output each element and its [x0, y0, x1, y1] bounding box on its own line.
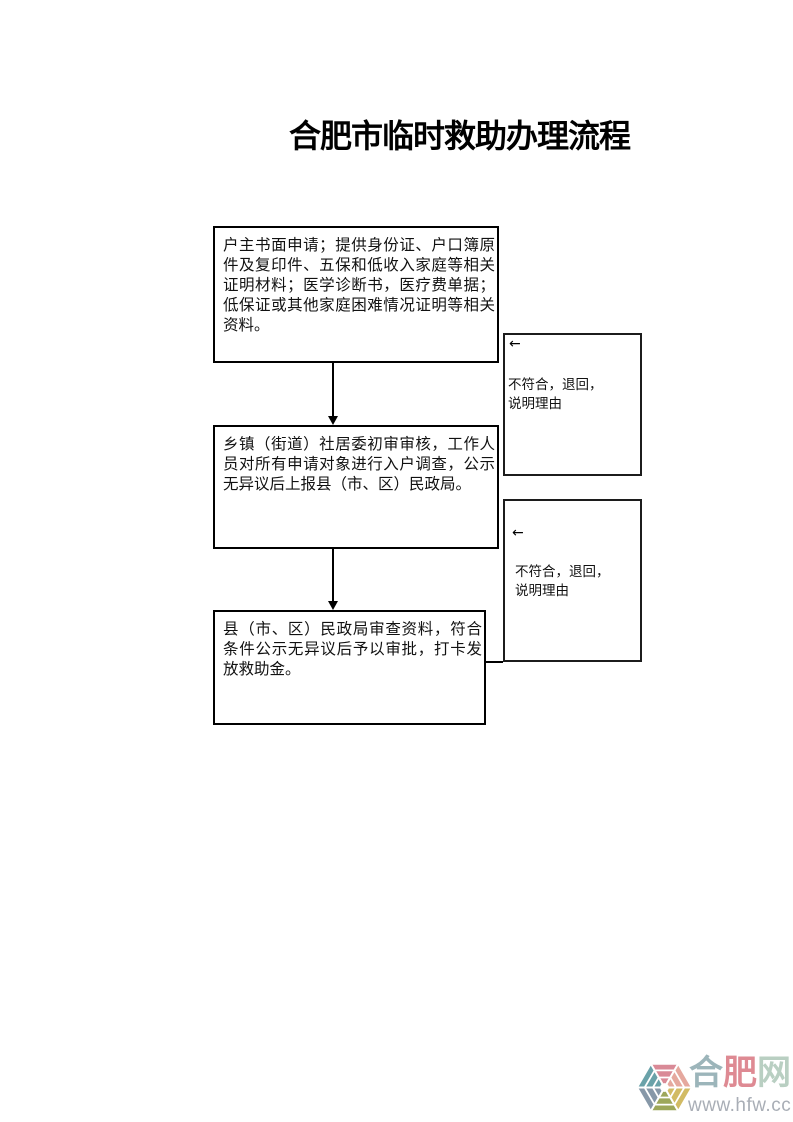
flow-step-township-review-box: 乡镇（街道）社居委初审审核，工作人员对所有申请对象进行入户调查，公示无异议后上报…	[213, 425, 499, 549]
flow-arrow-1-down-icon	[328, 416, 338, 425]
watermark-site-url: www.hfw.cc	[688, 1095, 792, 1116]
flow-arrow-2-down-icon	[328, 601, 338, 610]
flow-arrow-1-line	[332, 363, 334, 416]
watermark-site-name-char: 网	[757, 1054, 791, 1092]
return-branch-1-line2: 说明理由	[508, 395, 562, 411]
hfw-pinwheel-logo-icon	[636, 1061, 693, 1114]
return-branch-2-line1: 不符合，退回，	[515, 564, 610, 579]
flow-arrow-2-line	[332, 549, 334, 601]
return-branch-2-text: 不符合，退回， 说明理由	[515, 563, 610, 600]
return-branch-1-text: 不符合，退回， 说明理由	[508, 376, 603, 413]
watermark-site-name-char: 肥	[723, 1054, 757, 1092]
flow-step-county-approval-text: 县（市、区）民政局审查资料，符合条件公示无异议后予以审批，打卡发放救助金。	[223, 621, 482, 678]
watermark-site-name: 合肥网	[689, 1053, 791, 1093]
flow-step-application-box: 户主书面申请；提供身份证、户口簿原件及复印件、五保和低收入家庭等相关证明材料；医…	[213, 226, 499, 363]
watermark-site-name-char: 合	[689, 1054, 723, 1092]
branch-connector-line	[484, 661, 503, 663]
flow-step-county-approval-box: 县（市、区）民政局审查资料，符合条件公示无异议后予以审批，打卡发放救助金。	[213, 610, 486, 725]
page-title: 合肥市临时救助办理流程	[289, 118, 631, 154]
return-branch-2-line2: 说明理由	[515, 582, 569, 598]
back-arrow-icon: ←	[512, 525, 524, 541]
flow-step-township-review-text: 乡镇（街道）社居委初审审核，工作人员对所有申请对象进行入户调查，公示无异议后上报…	[223, 436, 495, 493]
return-branch-2-box: ← 不符合，退回， 说明理由	[503, 499, 642, 662]
return-branch-1-line1: 不符合，退回，	[508, 377, 603, 392]
return-branch-1-box: ← 不符合，退回， 说明理由	[503, 333, 642, 476]
flow-step-application-text: 户主书面申请；提供身份证、户口簿原件及复印件、五保和低收入家庭等相关证明材料；医…	[223, 237, 495, 334]
back-arrow-icon: ←	[509, 336, 521, 352]
